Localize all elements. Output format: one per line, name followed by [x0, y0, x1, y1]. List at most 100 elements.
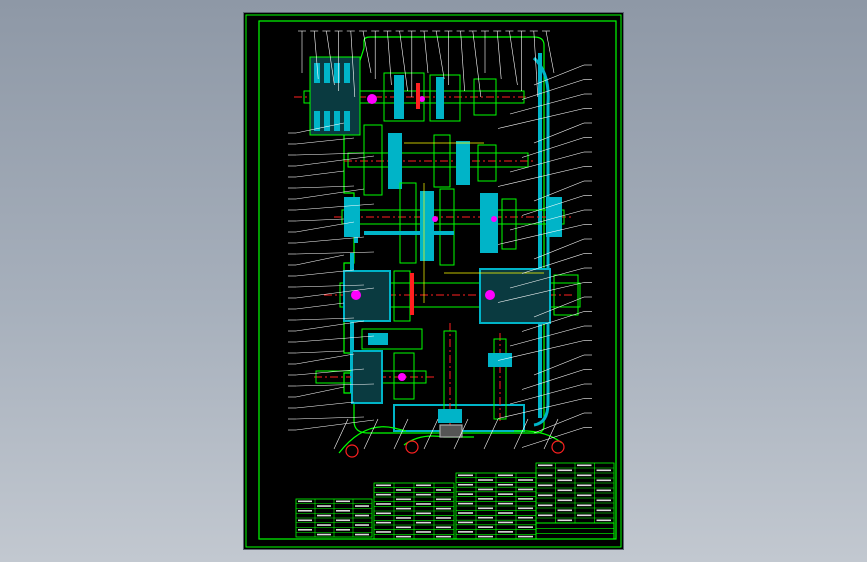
leader-line-right [509, 325, 585, 347]
parts-table-1-text [336, 510, 350, 512]
parts-table-4-text [577, 494, 592, 497]
leader-line-left [295, 302, 345, 310]
leader-line-right [533, 122, 585, 144]
lower-shaft [314, 328, 434, 404]
leader-line-right [533, 64, 585, 86]
parts-table-1-text [336, 519, 350, 522]
parts-table-2-text [436, 517, 451, 519]
leader-line-left [295, 221, 355, 233]
parts-table-2-text [396, 517, 411, 519]
leader-line-left [295, 383, 375, 387]
leader-line-right [509, 151, 585, 173]
leader-line-top [326, 30, 335, 86]
leader-line-left [295, 152, 365, 156]
second-shaft [344, 124, 534, 196]
parts-table-2-text [416, 503, 431, 505]
main-shaft [334, 182, 574, 266]
leader-line-top [313, 30, 319, 80]
leader-line-right [521, 137, 585, 158]
leader-line-left [295, 287, 375, 299]
parts-table-2-text [436, 498, 451, 501]
parts-table-3-text [518, 479, 533, 481]
parts-table-3-text [458, 502, 473, 505]
parts-table-4-text [596, 479, 611, 482]
parts-table-2-text [376, 493, 391, 496]
leader-line-right [533, 412, 585, 434]
parts-table-2-text [436, 535, 451, 538]
leader-line-right [497, 166, 585, 187]
leader-line-left [295, 254, 345, 266]
drawing-sheet [244, 13, 623, 549]
parts-table-3-text [498, 521, 513, 524]
leader-line-left [295, 317, 355, 321]
parts-table-1-text [298, 519, 312, 522]
parts-table-4-text [557, 509, 572, 512]
parts-table-4-text [577, 484, 592, 487]
parts-table-3-text [498, 493, 513, 495]
leader-line-top [399, 30, 408, 92]
leader-line-bottom [543, 418, 559, 450]
leader-line-bottom [513, 418, 529, 450]
parts-table-3-text [478, 516, 493, 519]
parts-table-3-text [478, 479, 493, 481]
gearbox-assembly-drawing [245, 14, 622, 548]
parts-table-4-text [596, 509, 611, 512]
leader-line-right [497, 398, 585, 419]
leader-line-top [435, 30, 445, 80]
parts-table-3-text [518, 488, 533, 491]
parts-table-3-text [498, 483, 513, 486]
parts-table-2-text [376, 531, 391, 533]
parts-table-2-text [376, 484, 391, 487]
parts-table-3-text [458, 512, 473, 514]
leader-line-right [533, 180, 585, 202]
leader-line-bottom [393, 418, 409, 450]
leader-line-right [509, 93, 585, 115]
leader-line-top [533, 30, 539, 98]
parts-table-2-text [396, 535, 411, 538]
parts-table-3-text [518, 516, 533, 519]
parts-table-4-text [538, 484, 553, 487]
parts-table-2-text [376, 503, 391, 505]
leader-line-left [295, 122, 345, 134]
parts-table-3-text [478, 507, 493, 510]
parts-table-2-text [436, 489, 451, 491]
leader-line-left [295, 320, 365, 332]
parts-table-4-text [557, 489, 572, 492]
parts-table-1-text [317, 505, 331, 507]
leader-line-left [295, 203, 375, 211]
input-shaft [294, 56, 529, 136]
leader-line-left [295, 170, 345, 178]
parts-table-1-text [355, 533, 369, 536]
parts-table-3-text [458, 483, 473, 486]
leader-line-top [496, 30, 502, 80]
parts-table-3-text [458, 521, 473, 524]
parts-table-4-text [538, 504, 553, 507]
parts-table-2-text [436, 526, 451, 529]
parts-table-3-text [518, 507, 533, 510]
parts-table-1-text [298, 510, 312, 512]
parts-table-4-text [557, 479, 572, 482]
parts-table-1-text [317, 524, 331, 526]
leader-line-left [295, 386, 345, 398]
parts-table-4-text [557, 499, 572, 502]
leader-line-top [545, 30, 555, 74]
parts-table-1-text [336, 529, 350, 531]
parts-table-3-text [458, 531, 473, 533]
leader-line-right [521, 79, 585, 100]
output-shaft [324, 268, 581, 324]
parts-table-4-text [538, 464, 553, 467]
parts-table-2-text [416, 484, 431, 487]
parts-table-3-text [478, 526, 493, 528]
leader-line-right [509, 267, 585, 289]
leader-line-right [509, 209, 585, 231]
parts-table-1-text [355, 505, 369, 507]
parts-table-1-text [317, 514, 331, 517]
parts-table-2-text [416, 512, 431, 515]
leader-line-bottom [453, 418, 469, 450]
leader-line-right [533, 354, 585, 376]
parts-table-2-text [376, 512, 391, 515]
parts-table-1-text [298, 529, 312, 531]
leader-line-left [295, 251, 375, 255]
parts-table-4-text [596, 499, 611, 502]
leader-line-right [521, 369, 585, 390]
